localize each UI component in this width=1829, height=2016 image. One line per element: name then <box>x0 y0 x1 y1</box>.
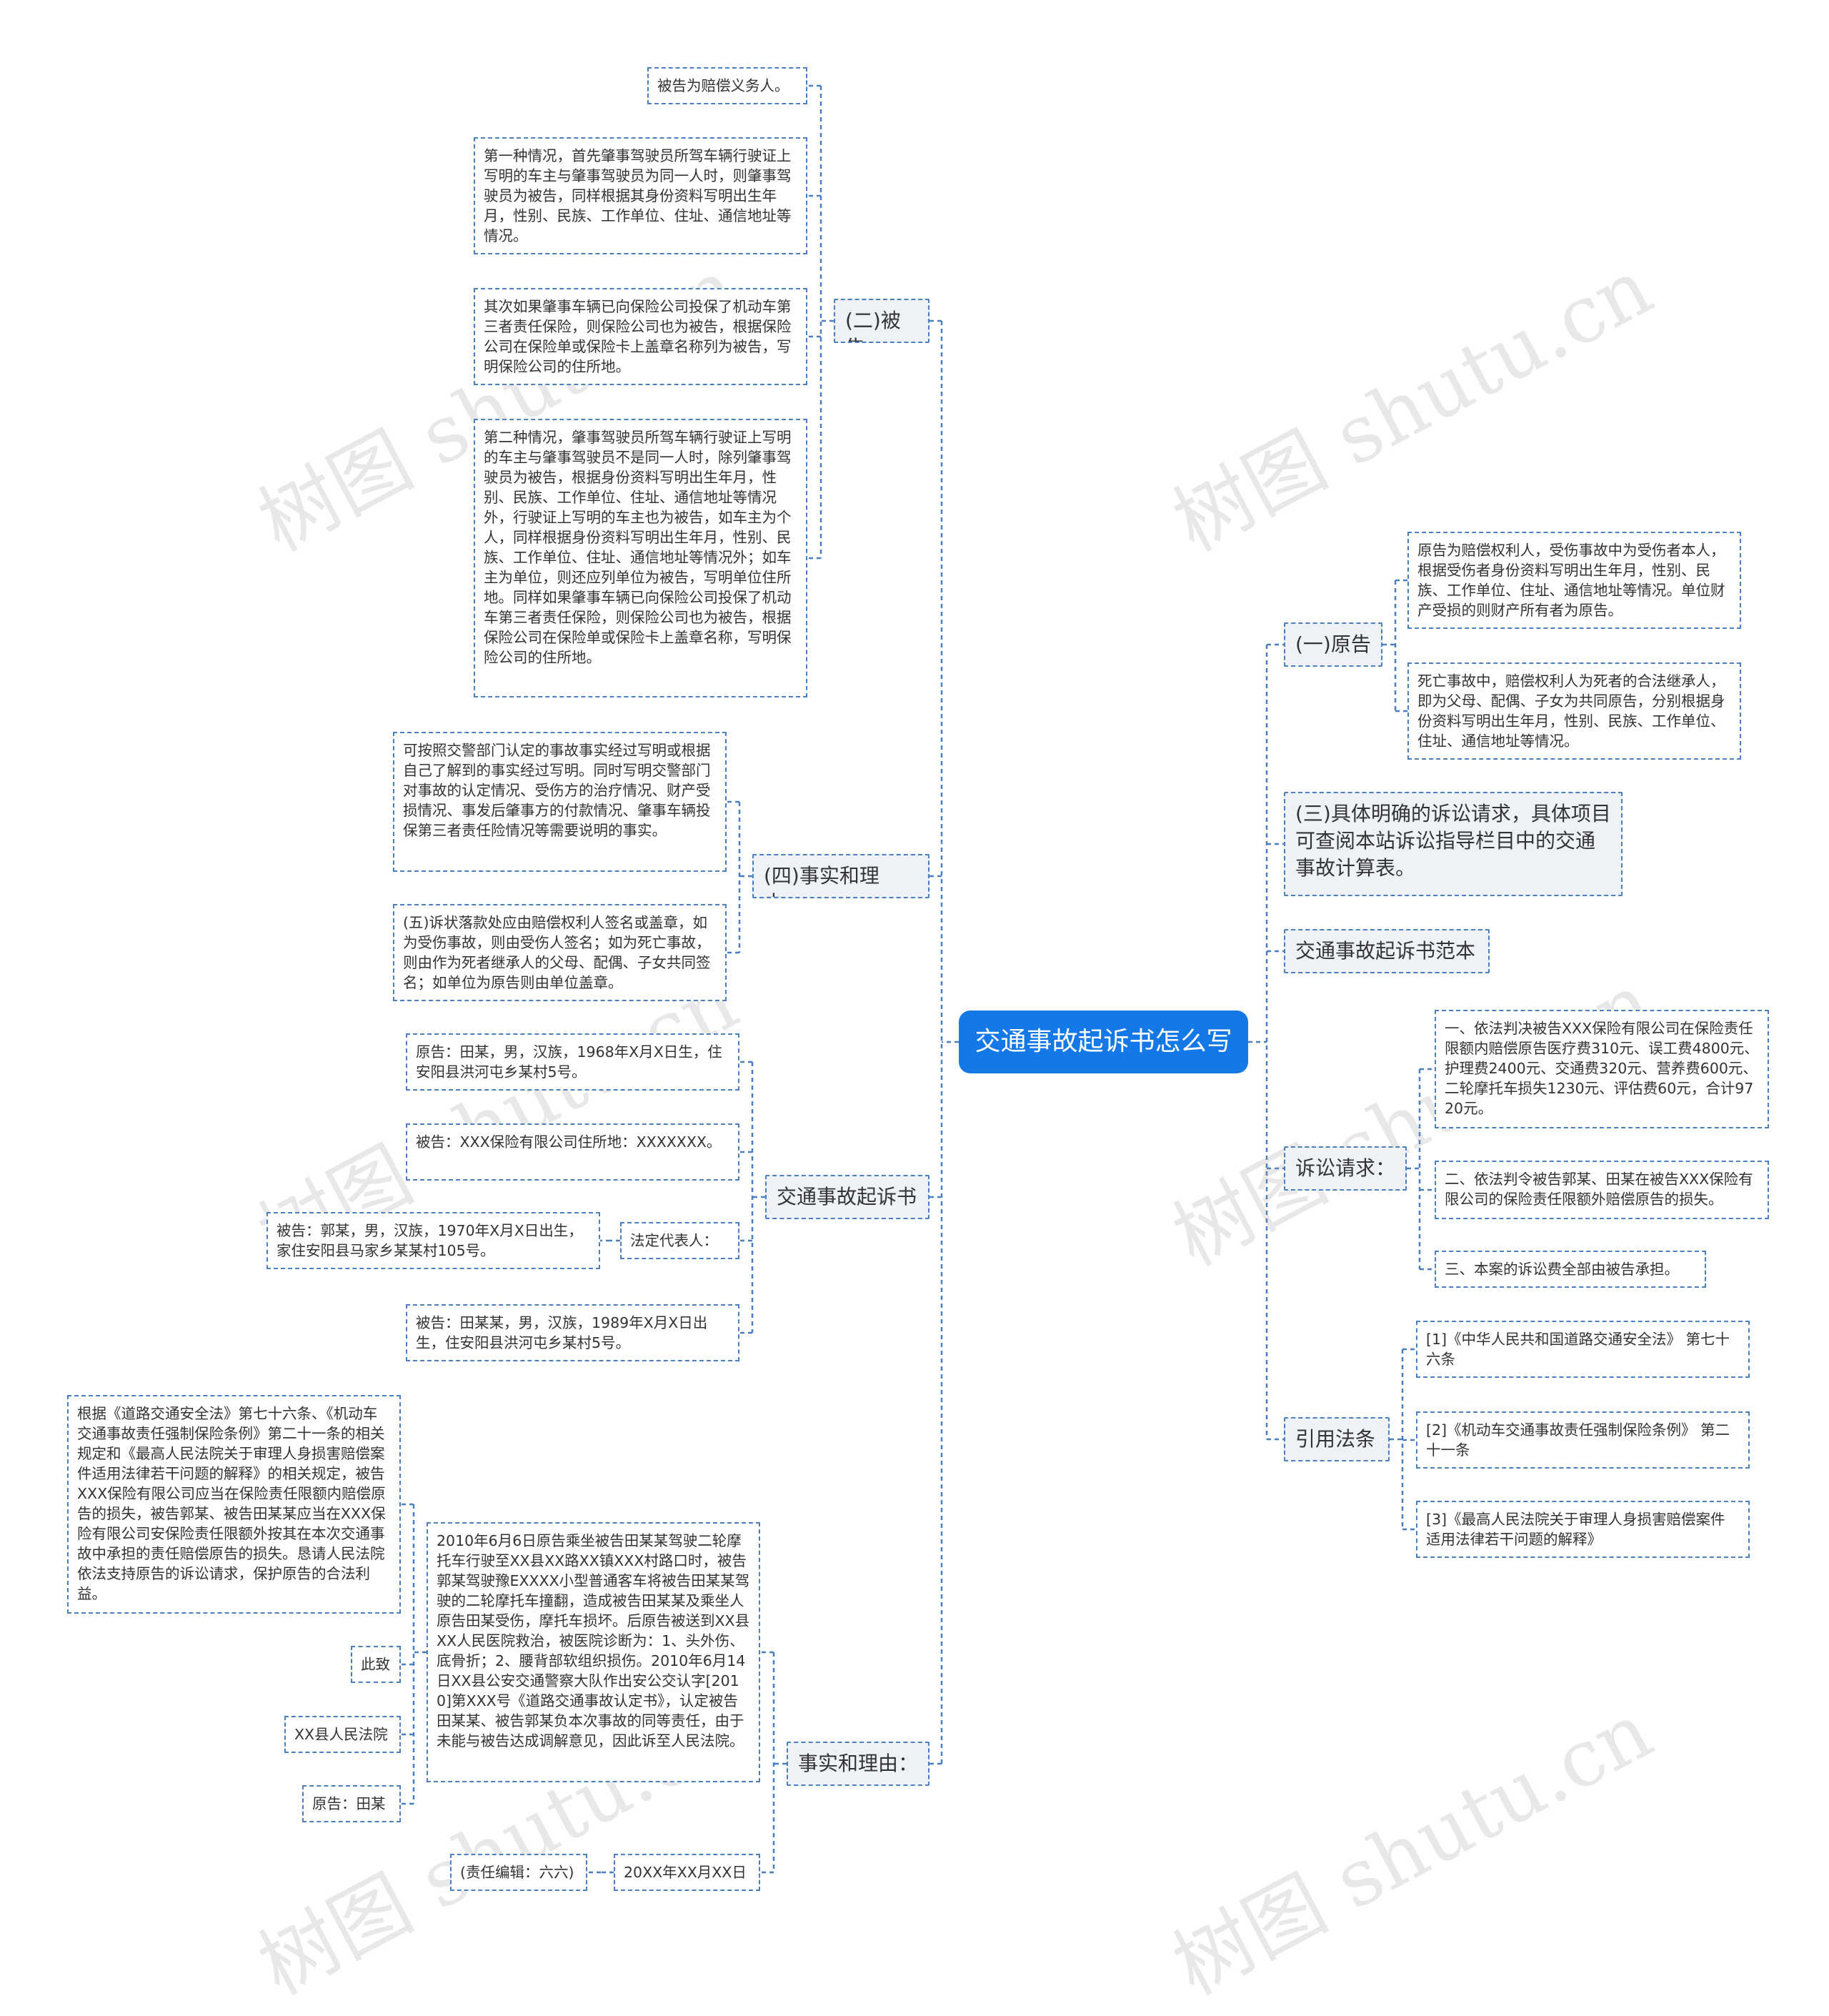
defendant-item[interactable]: 第一种情况，首先肇事驾驶员所驾车辆行驶证上写明的车主与肇事驾驶员为同一人时，则肇… <box>474 137 807 254</box>
editor-label[interactable]: (责任编辑：六六) <box>450 1854 587 1891</box>
branch-claims[interactable]: 诉讼请求： <box>1284 1146 1407 1191</box>
branch-facts-4[interactable]: (四)事实和理由： <box>752 854 930 898</box>
facts4-item[interactable]: 可按照交警部门认定的事故事实经过写明或根据自己了解到的事实经过写明。同时写明交警… <box>393 732 727 872</box>
claim-item[interactable]: 二、依法判令被告郭某、田某在被告XXX保险有限公司的保险责任限额外赔偿原告的损失… <box>1435 1161 1769 1219</box>
complaint-item[interactable]: 被告：田某某，男，汉族，1989年X月X日出生，住安阳县洪河屯乡某村5号。 <box>406 1304 739 1361</box>
branch-sample[interactable]: 交通事故起诉书范本 <box>1284 929 1490 973</box>
facts4-item[interactable]: (五)诉状落款处应由赔偿权利人签名或盖章，如为受伤事故，则由受伤人签名；如为死亡… <box>393 904 727 1001</box>
salutation[interactable]: 此致 <box>351 1646 401 1683</box>
branch-facts[interactable]: 事实和理由： <box>787 1742 930 1786</box>
branch-claims-detail[interactable]: (三)具体明确的诉讼请求，具体项目可查阅本站诉讼指导栏目中的交通事故计算表。 <box>1284 792 1623 896</box>
law-item[interactable]: [1]《中华人民共和国道路交通安全法》 第七十六条 <box>1416 1321 1750 1378</box>
defendant-item[interactable]: 第二种情况，肇事驾驶员所驾车辆行驶证上写明的车主与肇事驾驶员不是同一人时，除列肇… <box>474 419 807 697</box>
root-node[interactable]: 交通事故起诉书怎么写 <box>959 1011 1248 1073</box>
law-item[interactable]: [2]《机动车交通事故责任强制保险条例》 第二十一条 <box>1416 1411 1750 1469</box>
claim-item[interactable]: 三、本案的诉讼费全部由被告承担。 <box>1435 1251 1706 1288</box>
claim-item[interactable]: 一、依法判决被告XXX保险有限公司在保险责任限额内赔偿原告医疗费310元、误工费… <box>1435 1010 1769 1128</box>
branch-laws[interactable]: 引用法条 <box>1284 1417 1390 1461</box>
plaintiff-item[interactable]: 原告为赔偿权利人，受伤事故中为受伤者本人，根据受伤者身份资料写明出生年月，性别、… <box>1407 532 1741 629</box>
branch-plaintiff[interactable]: (一)原告 <box>1284 622 1382 667</box>
connector-lines <box>401 84 1435 1874</box>
facts-narrative[interactable]: 2010年6月6日原告乘坐被告田某某驾驶二轮摩托车行驶至XX县XX路XX镇XXX… <box>427 1522 760 1782</box>
plaintiff-signature[interactable]: 原告：田某 <box>302 1785 401 1822</box>
facts-conclusion[interactable]: 根据《道路交通安全法》第七十六条、《机动车交通事故责任强制保险条例》第二十一条的… <box>67 1395 401 1614</box>
complaint-item[interactable]: 被告：郭某，男，汉族，1970年X月X日出生，家住安阳县马家乡某某村105号。 <box>266 1212 600 1269</box>
complaint-item[interactable]: 被告：XXX保险有限公司住所地：XXXXXXX。 <box>406 1123 739 1181</box>
law-item[interactable]: [3]《最高人民法院关于审理人身损害赔偿案件适用法律若干问题的解释》 <box>1416 1501 1750 1558</box>
branch-complaint[interactable]: 交通事故起诉书 <box>765 1175 930 1219</box>
defendant-item[interactable]: 其次如果肇事车辆已向保险公司投保了机动车第三者责任保险，则保险公司也为被告，根据… <box>474 288 807 385</box>
mind-map: 树图 shutu.cn 树图 shutu.cn 树图 shutu.cn 树图 s… <box>67 67 1769 2012</box>
branch-defendant[interactable]: (二)被告 <box>834 299 930 343</box>
defendant-item[interactable]: 被告为赔偿义务人。 <box>647 67 807 104</box>
legal-representative[interactable]: 法定代表人： <box>620 1222 739 1259</box>
complaint-item[interactable]: 原告：田某，男，汉族，1968年X月X日生，住安阳县洪河屯乡某村5号。 <box>406 1033 739 1091</box>
date-label[interactable]: 20XX年XX月XX日 <box>614 1854 760 1891</box>
court-name[interactable]: XX县人民法院 <box>284 1716 401 1753</box>
plaintiff-item[interactable]: 死亡事故中，赔偿权利人为死者的合法继承人，即为父母、配偶、子女为共同原告，分别根… <box>1407 662 1741 760</box>
